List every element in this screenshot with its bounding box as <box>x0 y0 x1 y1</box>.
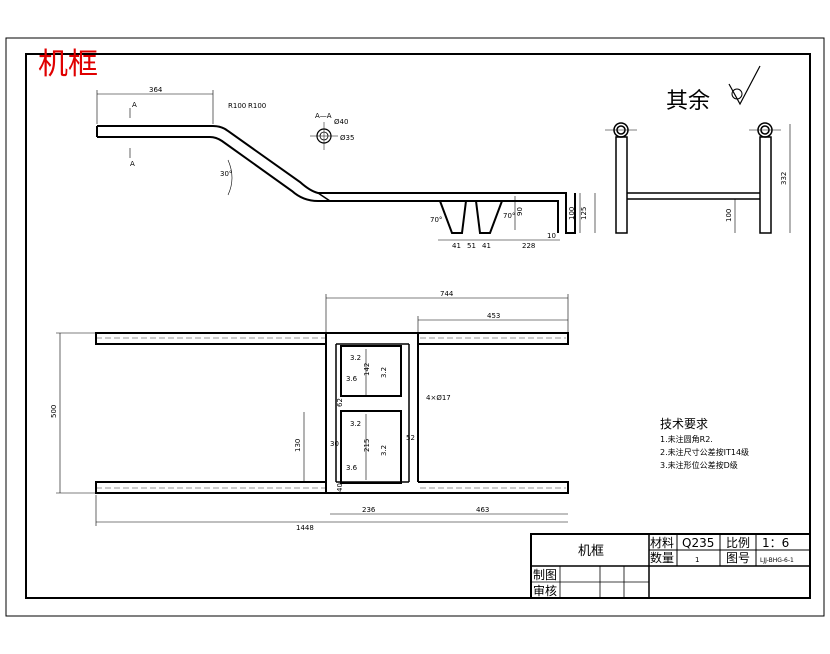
plan-dim-236: 236 <box>362 506 376 514</box>
plan-dim-744: 744 <box>440 290 454 298</box>
tech-req-item-1: 1.未注圆角R2. <box>660 434 713 444</box>
plan-view <box>95 332 569 494</box>
plan-dim-142: 142 <box>363 363 371 376</box>
section-aa: A—A Ø40 Ø35 <box>310 112 354 150</box>
dim-228: 228 <box>522 242 535 250</box>
side-view-dims <box>96 90 596 241</box>
tb-drawn-label: 制图 <box>533 568 557 582</box>
dim-364: 364 <box>149 86 163 94</box>
plan-view-dim-text: 744 453 500 1448 236 463 130 30 52 62 14… <box>50 290 500 532</box>
dim-10: 10 <box>547 232 556 240</box>
rough-3-2-b: 3.2 <box>380 367 388 378</box>
plan-dim-1448: 1448 <box>296 524 314 532</box>
dim-70deg-a: 70° <box>430 216 442 224</box>
tb-drawing-no-label: 图号 <box>726 551 750 565</box>
tb-checked-label: 审核 <box>533 583 557 598</box>
side-view <box>96 125 576 234</box>
plan-dim-52: 52 <box>406 434 415 442</box>
dim-125: 125 <box>580 207 588 220</box>
tb-material-label: 材料 <box>650 536 674 550</box>
inner-frame <box>25 53 811 599</box>
plan-view-roughness: 3.2 3.6 3.2 3.2 3.6 3.2 <box>346 354 388 472</box>
roughness-circle-icon <box>731 88 743 100</box>
dim-41-b: 41 <box>482 242 491 250</box>
tb-scale-label: 比例 <box>726 536 750 550</box>
dim-r100-b: R100 <box>248 102 266 110</box>
dim-30deg: 30° <box>220 170 232 178</box>
section-mark-a-top: A <box>132 101 137 109</box>
plan-dim-463: 463 <box>476 506 489 514</box>
plan-dim-215: 215 <box>363 439 371 452</box>
tb-material-value: Q235 <box>682 536 714 550</box>
rough-3-6-a: 3.6 <box>346 375 358 383</box>
outer-frame <box>5 37 825 617</box>
dim-90: 90 <box>516 207 524 216</box>
plan-dim-30: 30 <box>330 440 339 448</box>
section-d35: Ø35 <box>340 134 354 142</box>
tech-requirements: 技术要求 1.未注圆角R2. 2.未注尺寸公差按IT14级 3.未注形位公差按D… <box>660 417 749 470</box>
roughness-note: 其余 <box>666 65 761 114</box>
tb-scale-value: 1：6 <box>762 536 789 550</box>
rough-3-2-c: 3.2 <box>350 420 361 428</box>
end-dim-100: 100 <box>725 209 733 222</box>
title-block-text: 机框 材料 Q235 比例 1：6 数量 1 图号 LJJ-BHG-6-1 制图… <box>533 536 794 598</box>
roughness-text: 其余 <box>666 89 710 114</box>
rough-3-6-b: 3.6 <box>346 464 358 472</box>
end-view <box>605 122 791 234</box>
tech-req-item-3: 3.未注形位公差按D级 <box>660 460 738 470</box>
tb-part-name: 机框 <box>578 544 604 559</box>
plan-dim-62: 62 <box>336 398 344 407</box>
section-d40: Ø40 <box>334 118 348 126</box>
end-dim-332: 332 <box>780 172 788 185</box>
tb-drawing-no-value: LJJ-BHG-6-1 <box>760 557 794 564</box>
tb-qty-label: 数量 <box>650 550 674 565</box>
section-label: A—A <box>315 112 332 120</box>
plan-hole-callout: 4×Ø17 <box>426 394 451 402</box>
dim-100: 100 <box>568 207 576 220</box>
side-view-dim-text: 364 R100 R100 30° A A 70° 70° 41 51 41 2… <box>130 86 588 250</box>
dim-41-a: 41 <box>452 242 461 250</box>
plan-dim-40: 40 <box>336 483 344 492</box>
rough-3-2-a: 3.2 <box>350 354 361 362</box>
title-block <box>530 533 811 599</box>
plan-dim-500: 500 <box>50 405 58 418</box>
rough-3-2-d: 3.2 <box>380 445 388 456</box>
plan-dim-453: 453 <box>487 312 500 320</box>
dim-r100-a: R100 <box>228 102 246 110</box>
plan-view-dims <box>56 294 569 526</box>
tech-req-item-2: 2.未注尺寸公差按IT14级 <box>660 447 749 457</box>
dim-70deg-b: 70° <box>503 212 515 220</box>
plan-dim-130: 130 <box>294 439 302 452</box>
dim-51: 51 <box>467 242 476 250</box>
tb-qty-value: 1 <box>695 556 699 564</box>
drawing-title: 机框 <box>38 47 98 82</box>
tech-req-heading: 技术要求 <box>660 417 708 431</box>
section-mark-a-bottom: A <box>130 160 135 168</box>
